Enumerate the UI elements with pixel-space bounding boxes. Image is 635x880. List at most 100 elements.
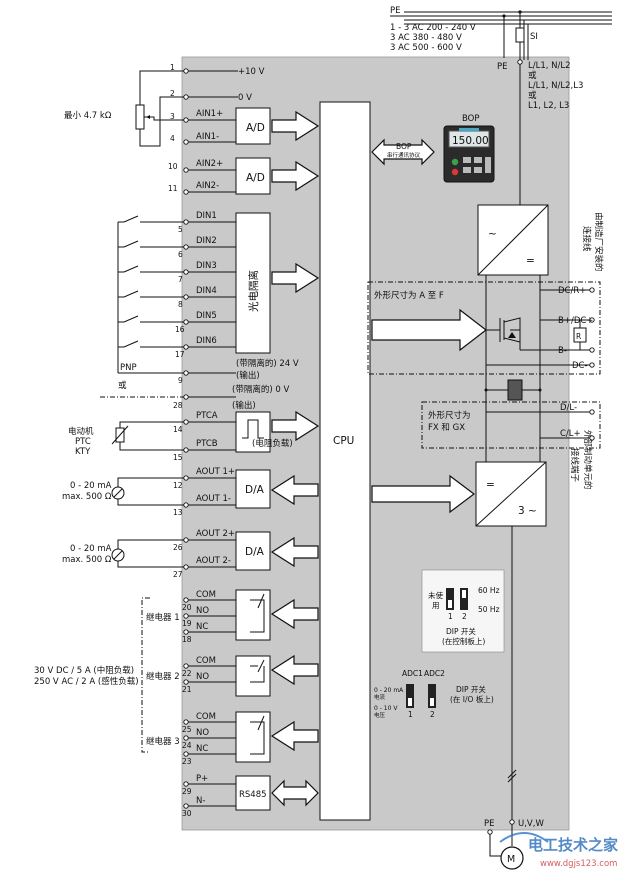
din4-label: DIN4 <box>196 286 217 296</box>
frame-fx-label-2: FX 和 GX <box>428 423 465 433</box>
rectifier-ac: ~ <box>488 228 497 240</box>
input-terminal-3: L1, L2, L3 <box>528 101 569 111</box>
supply-line-1: 1 - 3 AC 200 - 240 V <box>390 23 476 33</box>
ain2p-label: AIN2+ <box>196 159 223 169</box>
ad1-arrow <box>271 110 320 142</box>
relay1-label: 继电器 1 <box>146 612 180 623</box>
da1-label: D/A <box>245 484 265 496</box>
dip2-switch-2[interactable] <box>428 684 436 708</box>
cpu-inverter-arrow <box>371 474 475 514</box>
dip1-switch-2[interactable] <box>460 588 468 610</box>
output-pe: PE <box>484 819 495 829</box>
side-note-2a: 外部制动单元的 <box>582 430 593 490</box>
aout1p-label: AOUT 1+ <box>196 467 235 477</box>
bop-key-1[interactable] <box>463 157 471 163</box>
ad2-arrow <box>271 160 320 192</box>
supply-line-2: 3 AC 380 - 480 V <box>390 33 462 43</box>
relay3-label: 继电器 3 <box>146 736 180 747</box>
dip1-sub: (在控制板上) <box>442 636 485 646</box>
side-note-2b: 接线端子 <box>569 448 580 483</box>
relay3-arrow <box>270 720 319 752</box>
bop-key-4[interactable] <box>474 167 482 173</box>
ptc-section: 电动机 PTC KTY 14 15 PTCA PTCB (电阻负载) <box>68 410 320 462</box>
pin-2: 2 <box>170 89 175 98</box>
bop-run-button[interactable] <box>451 158 459 166</box>
dip-switch-io-board: ADC1 ADC2 0 - 20 mA 电流 0 - 10 V 电压 1 2 D… <box>374 669 494 719</box>
aout1m-label: AOUT 1- <box>196 494 231 504</box>
dip1-unused-1: 未使 <box>428 590 443 600</box>
pin-28: 28 <box>173 401 183 410</box>
relay2-no: NO <box>196 672 209 682</box>
motor-symbol <box>500 846 524 870</box>
dip2-ma-sub: 电流 <box>374 693 386 701</box>
pin-6: 6 <box>178 250 183 259</box>
ad-converter-1 <box>235 107 271 145</box>
output-uvw: U,V,W <box>518 819 544 829</box>
cpu-block <box>319 101 371 821</box>
dip2-ma: 0 - 20 mA <box>374 687 404 694</box>
dip1-unused-2: 用 <box>432 601 440 610</box>
da-converter-1 <box>235 469 271 509</box>
pin-20: 20 <box>182 603 192 612</box>
dip1-50hz: 50 Hz <box>478 605 500 614</box>
pin-27: 27 <box>173 570 183 579</box>
dip-switch-control-board: 未使 用 60 Hz 50 Hz 1 2 DIP 开关 (在控制板上) <box>421 569 505 653</box>
ain2m-label: AIN2- <box>196 181 219 191</box>
analog-output-section: 0 - 20 mA max. 500 Ω 12 13 AOUT 1+ AOUT … <box>62 467 319 579</box>
dip2-switch-1[interactable] <box>406 684 414 708</box>
motor-ptc-line-2: PTC <box>75 437 91 447</box>
relay2-box <box>235 655 271 697</box>
cpu-label: CPU <box>333 435 354 447</box>
frame-fx-label-1: 外形尺寸为 <box>428 410 471 421</box>
rs485-arrow[interactable] <box>271 779 319 807</box>
relay3-no: NO <box>196 728 209 738</box>
pin-3: 3 <box>170 112 175 121</box>
fuse-si <box>515 27 525 43</box>
inverter-ac: 3 ~ <box>518 505 537 517</box>
motor-ptc-line-3: KTY <box>75 447 91 457</box>
ptc-load-label: (电阻负载) <box>252 438 293 449</box>
bop-key-3[interactable] <box>463 167 471 173</box>
dip1-switch-1[interactable] <box>446 588 454 610</box>
pot-label: 最小 4.7 kΩ <box>64 110 112 121</box>
pe-tap-label: PE <box>497 62 508 72</box>
pin-4: 4 <box>170 134 175 143</box>
fuse-si-label: SI <box>530 32 538 42</box>
ptc-arrow <box>271 410 320 442</box>
digital-input-section: 5 DIN1 6 DIN2 7 DIN3 8 DIN4 16 DIN5 <box>100 211 320 411</box>
pin-25: 25 <box>182 725 192 734</box>
d-l-minus: D/L- <box>560 403 577 413</box>
relay2-com: COM <box>196 656 216 666</box>
relay1-arrow <box>270 598 319 630</box>
din6-label: DIN6 <box>196 336 217 346</box>
aout2-range: 0 - 20 mA <box>70 544 112 554</box>
relay-1: 20 19 18 COM NO NC 继电器 1 <box>146 589 319 644</box>
ptcb-label: PTCB <box>196 439 218 449</box>
relay3-com: COM <box>196 712 216 722</box>
ain1p-label: AIN1+ <box>196 109 223 119</box>
c-l-plus: C/L+ <box>560 429 581 439</box>
dip1-num-2: 2 <box>462 612 467 621</box>
input-terminal-1: L/L1, N/L2 <box>528 61 571 71</box>
relay-2: 22 21 COM NO 继电器 2 <box>146 654 319 697</box>
dip2-v: 0 - 10 V <box>374 705 398 712</box>
pin-9: 9 <box>178 376 183 385</box>
bop-key-5[interactable] <box>485 157 491 173</box>
relay-rating-1: 30 V DC / 5 A (中阻负载) <box>34 665 134 676</box>
da1-arrow <box>270 474 319 506</box>
pin-23: 23 <box>182 757 192 766</box>
plus10v-label: +10 V <box>238 67 265 77</box>
frame-af-boundary <box>367 281 601 375</box>
dip2-v-sub: 电压 <box>374 711 386 719</box>
pin-1: 1 <box>170 63 175 72</box>
pin-26: 26 <box>173 543 183 552</box>
bop-key-2[interactable] <box>474 157 482 163</box>
pin-24: 24 <box>182 741 192 750</box>
supply-line-3: 3 AC 500 - 600 V <box>390 43 462 53</box>
inverter-dc: = <box>486 479 495 491</box>
analog-input-section: 1 +10 V 2 0 V 3 4 最小 4.7 kΩ AIN1+ AIN1- … <box>64 63 320 195</box>
bop-stop-button[interactable] <box>451 168 459 176</box>
opto-arrow <box>271 262 320 294</box>
power-section: ~ = 由制造厂安装的 连接线 DC/R+ B+/DC+ R B- DC- 外形… <box>367 204 604 870</box>
rs485-section: 29 30 P+ N- RS485 <box>182 774 319 818</box>
